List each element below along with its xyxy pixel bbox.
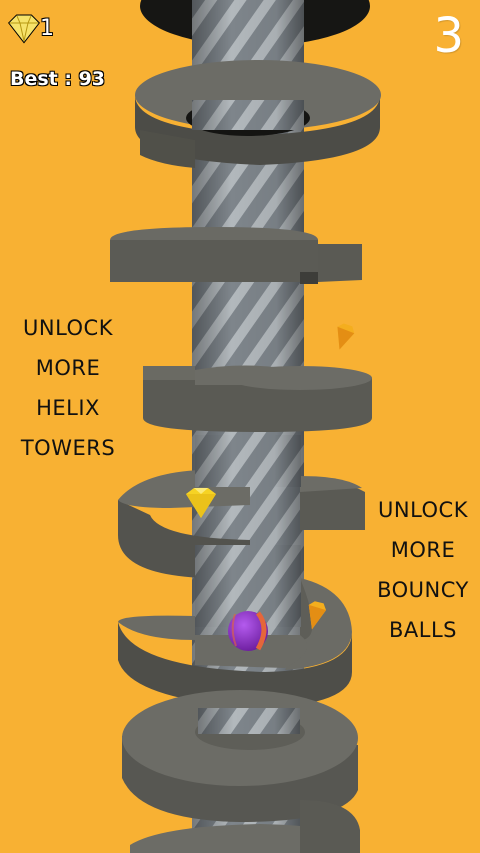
promo-line: BOUNCY (377, 578, 469, 602)
promo-line: UNLOCK (23, 316, 113, 340)
gem-icon[interactable] (303, 600, 327, 632)
platform-1 (135, 60, 381, 168)
unlock-balls-promo[interactable]: UNLOCK MORE BOUNCY BALLS (364, 490, 480, 650)
diamond-icon (8, 14, 40, 44)
pillar-segment-shade (198, 708, 300, 734)
pillar-segment-shade (195, 435, 301, 487)
promo-line: HELIX (36, 396, 100, 420)
bouncy-ball (228, 611, 268, 651)
promo-line: BALLS (388, 618, 457, 642)
promo-line: MORE (35, 356, 101, 380)
platform-7 (130, 800, 360, 853)
current-score: 3 (433, 8, 464, 64)
platform-3 (143, 365, 372, 432)
promo-line: TOWERS (20, 436, 116, 460)
promo-line: MORE (390, 538, 456, 562)
platform-2 (110, 227, 362, 284)
platform-5 (118, 578, 352, 708)
gem-count: 1 (40, 16, 54, 41)
gem-icon[interactable] (331, 322, 356, 352)
gem-icon[interactable] (186, 488, 216, 518)
promo-line: UNLOCK (378, 498, 468, 522)
best-score: Best : 93 (10, 68, 106, 90)
unlock-towers-promo[interactable]: UNLOCK MORE HELIX TOWERS (8, 308, 128, 468)
